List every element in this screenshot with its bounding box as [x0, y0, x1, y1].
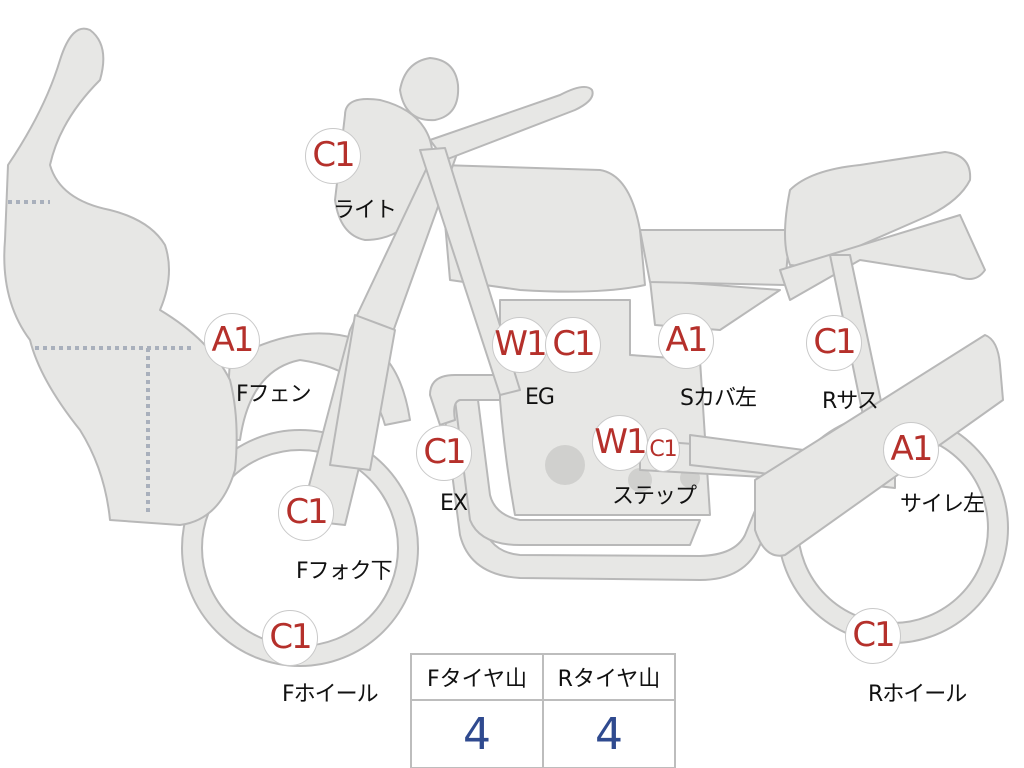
light-grade-badge: C1: [305, 128, 361, 184]
exhaust-shape: [429, 374, 501, 426]
mirror-shape: [399, 57, 460, 122]
light-label: ライト: [333, 198, 397, 223]
front-wheel-grade-badge: C1: [262, 610, 318, 666]
fairing-shape: [3, 27, 238, 526]
rear-suspension-label: Rサス: [822, 389, 879, 414]
muffler-left-grade-badge: A1: [883, 422, 939, 478]
front-fender-grade-badge: A1: [204, 313, 260, 369]
handlebar-shape: [429, 85, 594, 161]
step-label: ステップ: [612, 484, 697, 509]
side-cover-left-grade-badge: A1: [658, 313, 714, 369]
front-tire-value: 4: [410, 699, 544, 768]
exhaust-label: EX: [440, 491, 468, 516]
rear-wheel-label: Rホイール: [868, 682, 967, 707]
engine-grade-badge-2: C1: [545, 317, 601, 373]
tire-tread-table: Fタイヤ山 Rタイヤ山 4 4: [410, 653, 676, 768]
front-tire-header: Fタイヤ山: [410, 653, 544, 701]
engine-grade-badge-1: W1: [492, 317, 548, 373]
rear-suspension-grade-badge: C1: [806, 315, 862, 371]
rear-tire-header: Rタイヤ山: [542, 653, 676, 701]
muffler-shape: [754, 334, 1004, 557]
tire-tread-value-row: 4 4: [410, 699, 676, 768]
muffler-left-label: サイレ左: [900, 492, 985, 517]
step-grade-badge-1: W1: [592, 415, 648, 471]
seat-shape: [639, 229, 791, 286]
engine-label: EG: [525, 385, 555, 410]
tank-shape: [439, 164, 646, 293]
front-fork-lower-label: Fフォク下: [296, 559, 393, 584]
side-cover-left-label: Sカバ左: [680, 386, 757, 411]
tire-tread-header-row: Fタイヤ山 Rタイヤ山: [410, 653, 676, 701]
rear-tire-value: 4: [542, 699, 676, 768]
front-fender-label: Fフェン: [236, 382, 312, 407]
rear-wheel-grade-badge: C1: [845, 608, 901, 664]
front-fork-lower-grade-badge: C1: [278, 485, 334, 541]
front-wheel-label: Fホイール: [282, 682, 379, 707]
step-grade-badge-2: C1: [646, 428, 680, 472]
exhaust-grade-badge: C1: [416, 425, 472, 481]
